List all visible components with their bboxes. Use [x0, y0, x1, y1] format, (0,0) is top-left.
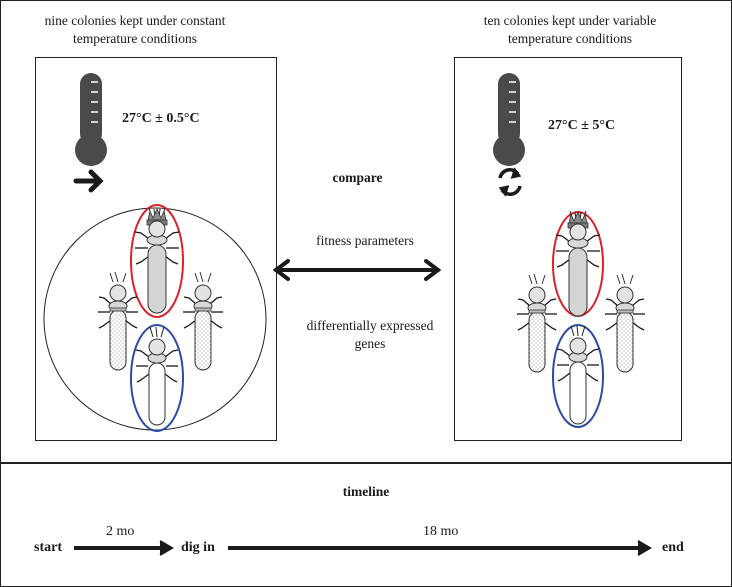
- arrow-right-icon: [73, 169, 104, 193]
- timeline-arrow-2: [228, 540, 652, 556]
- left-heading-line1: nine colonies kept under constant: [44, 13, 226, 28]
- timeline-arrow-1: [74, 540, 174, 556]
- variable-temperature-label: 27°C ± 5°C: [548, 118, 616, 133]
- timeline-dig-in: dig in: [181, 540, 215, 555]
- right-heading-line1: ten colonies kept under variable: [483, 13, 657, 28]
- gene-expression-line2: genes: [354, 336, 386, 351]
- queen-outline-left: [130, 204, 184, 318]
- section-divider: [0, 462, 732, 464]
- thermometer-icon-right: [493, 73, 525, 166]
- left-heading: nine colonies kept under constant temper…: [20, 12, 250, 48]
- worker-termite-right-1: [516, 273, 558, 373]
- right-heading: ten colonies kept under variable tempera…: [455, 12, 685, 48]
- timeline-interval-1: 2 mo: [106, 524, 135, 539]
- compare-double-arrow: [272, 259, 442, 281]
- variable-temperature-panel: [454, 57, 682, 441]
- timeline-end: end: [662, 540, 684, 555]
- king-termite-right: [556, 325, 600, 425]
- timeline-interval-2: 18 mo: [423, 524, 459, 539]
- timeline-title: timeline: [342, 484, 390, 499]
- fitness-parameters-label: fitness parameters: [316, 233, 414, 248]
- king-termite-left: [135, 326, 179, 426]
- left-heading-line2: temperature conditions: [72, 31, 198, 46]
- worker-termite-right-2: [604, 273, 646, 373]
- timeline-start: start: [34, 540, 62, 555]
- king-outline-left: [130, 324, 184, 432]
- constant-temperature-label: 27°C ± 0.5°C: [122, 111, 200, 126]
- right-heading-line2: temperature conditions: [507, 31, 633, 46]
- queen-termite-left: [134, 207, 180, 314]
- gene-expression-line1: differentially expressed: [306, 318, 434, 333]
- gene-expression-label: differentially expressed genes: [295, 317, 445, 353]
- compare-label: compare: [332, 170, 383, 185]
- thermometer-icon-left: [75, 73, 107, 166]
- king-outline-right: [552, 324, 604, 428]
- worker-termite-left-2: [182, 271, 224, 371]
- cycle-arrows-icon: [498, 167, 522, 197]
- queen-termite-right: [555, 210, 601, 317]
- worker-termite-left-1: [97, 271, 139, 371]
